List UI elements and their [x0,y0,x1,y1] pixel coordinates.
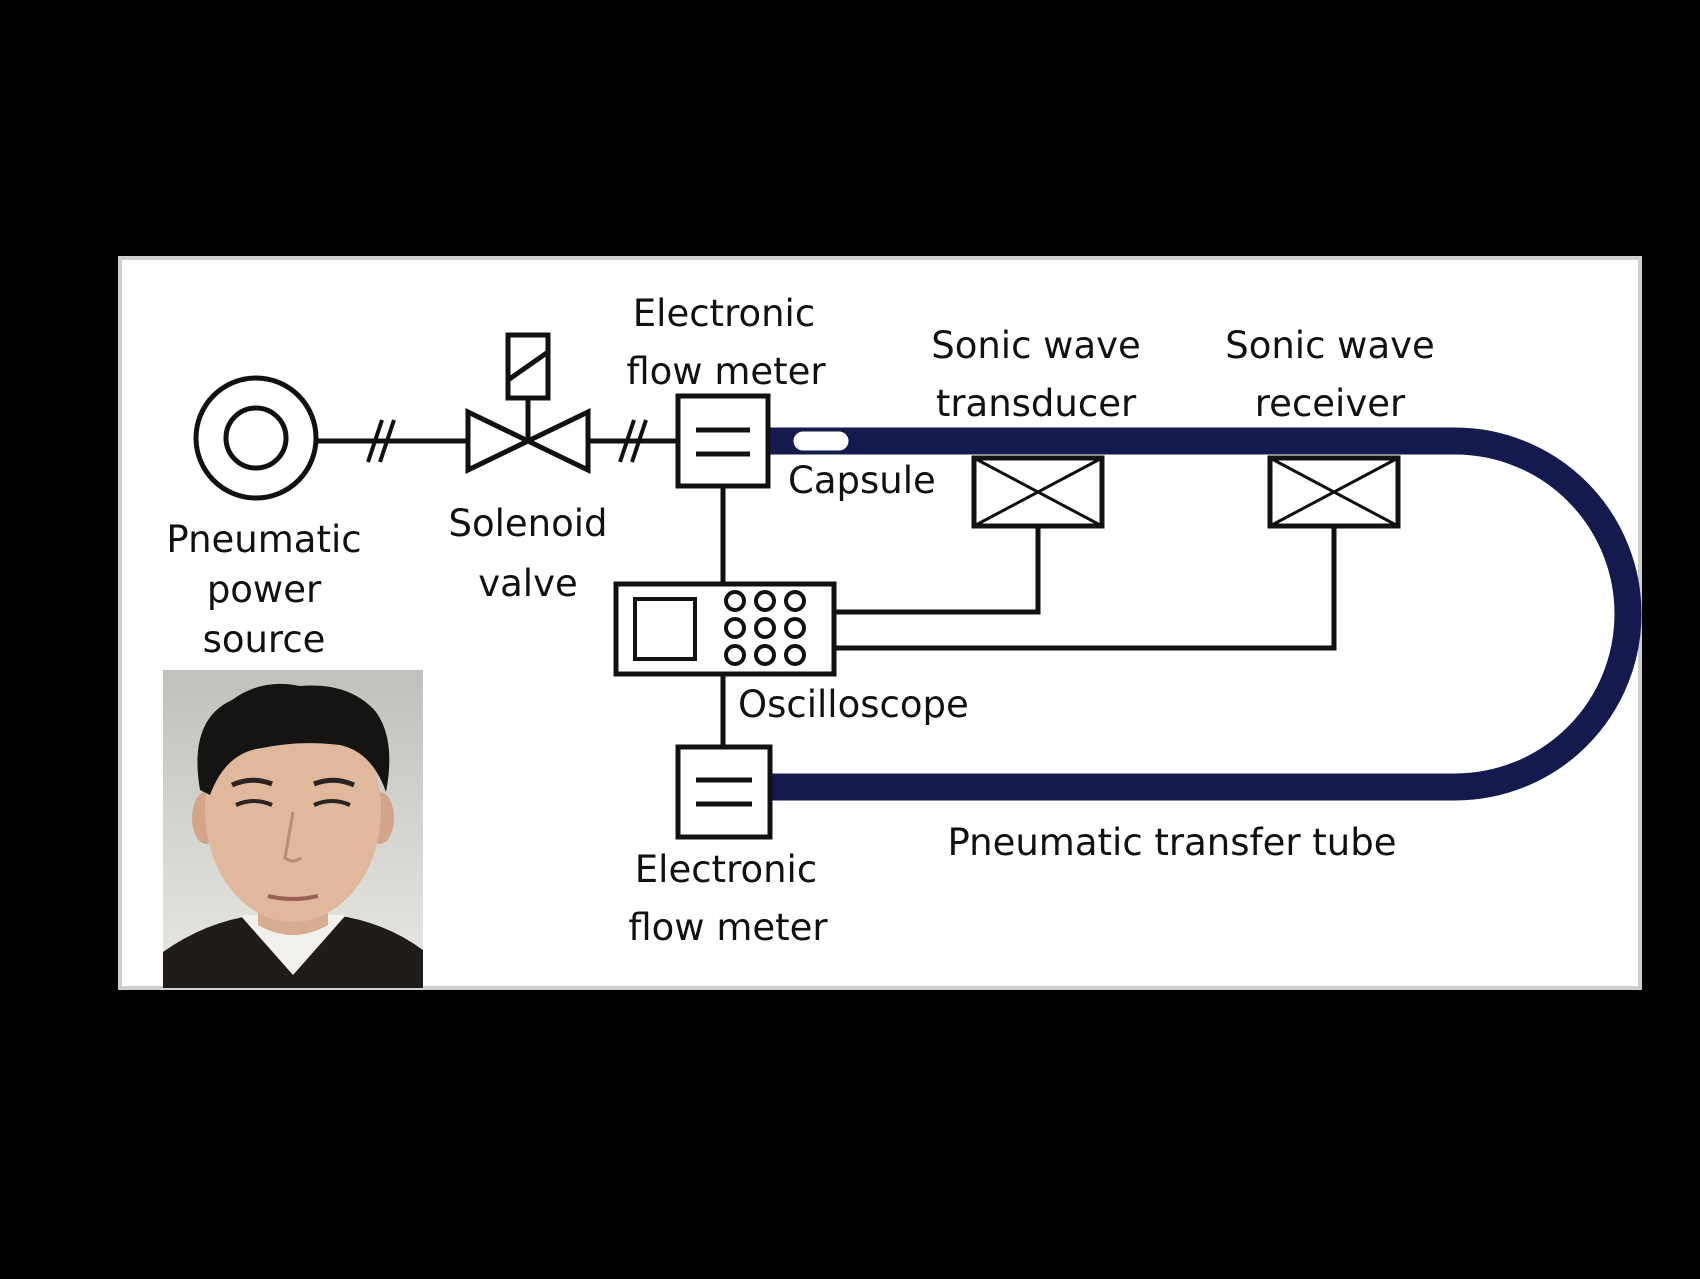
label-solenoid-2: valve [478,562,578,605]
label-power-source-2: power [207,568,322,611]
label-power-source-1: Pneumatic [166,518,361,561]
label-receiver-1: Sonic wave [1225,324,1435,367]
capsule [790,428,852,454]
flow-meter-bottom [675,744,773,840]
portrait-photo [163,670,423,988]
wire-oscilloscope-receiver [834,526,1337,651]
label-flow-meter-top-1: Electronic [633,292,815,335]
label-transducer-1: Sonic wave [931,324,1141,367]
label-flow-meter-top-2: flow meter [626,350,826,393]
pipe-break-mark-2 [618,419,648,463]
pneumatic-power-source [193,375,319,501]
label-transducer-2: transducer [936,382,1137,425]
wire-oscilloscope-transducer [834,526,1041,615]
label-capsule: Capsule [788,459,936,502]
pipe-break-mark-1 [366,419,396,463]
pneumatic-transfer-tube [770,427,1642,801]
label-flow-meter-bottom-2: flow meter [628,906,828,949]
label-oscilloscope: Oscilloscope [738,683,969,726]
label-solenoid-1: Solenoid [448,502,607,545]
label-power-source-3: source [203,618,326,661]
label-flow-meter-bottom-1: Electronic [635,848,817,891]
label-transfer-tube: Pneumatic transfer tube [947,821,1396,864]
label-receiver-2: receiver [1255,382,1406,425]
